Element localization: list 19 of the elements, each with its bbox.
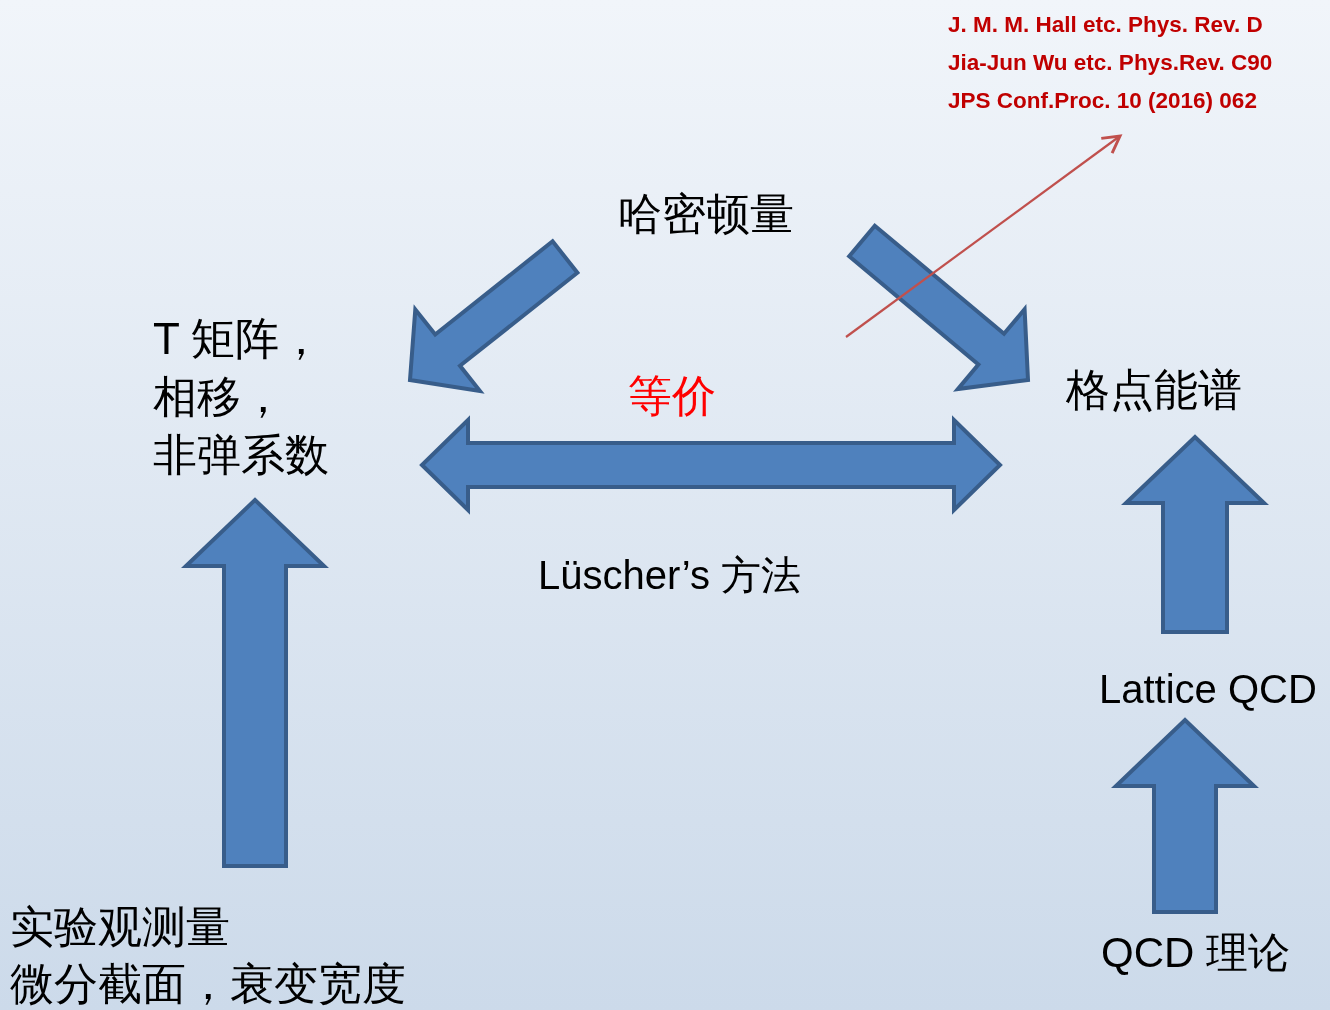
text-label: 格点能谱 [1066, 362, 1242, 418]
text-label: 微分截面，衰变宽度 [10, 958, 406, 1010]
text-label: Lattice QCD [1099, 664, 1317, 714]
double-block-arrow [419, 415, 1003, 515]
leader-arrow [845, 134, 1122, 338]
text-label: 实验观测量 [10, 901, 230, 953]
block-arrow [181, 497, 329, 868]
block-arrow [846, 222, 1031, 392]
method-label: Lüscher’s 方法 [538, 552, 802, 599]
block-arrow [1111, 717, 1259, 914]
edge-label: 等价 [628, 369, 716, 422]
reference-text: J. M. M. Hall etc. Phys. Rev. D [948, 11, 1263, 39]
reference-text: Jia-Jun Wu etc. Phys.Rev. C90 [948, 49, 1273, 77]
text-label: 哈密顿量 [618, 186, 794, 242]
text-label: QCD 理论 [1101, 926, 1290, 980]
reference-text: JPS Conf.Proc. 10 (2016) 062 [948, 87, 1257, 115]
block-arrow [407, 238, 581, 394]
text-label: T 矩阵，相移，非弹系数 [153, 310, 353, 484]
block-arrow [1121, 434, 1269, 634]
